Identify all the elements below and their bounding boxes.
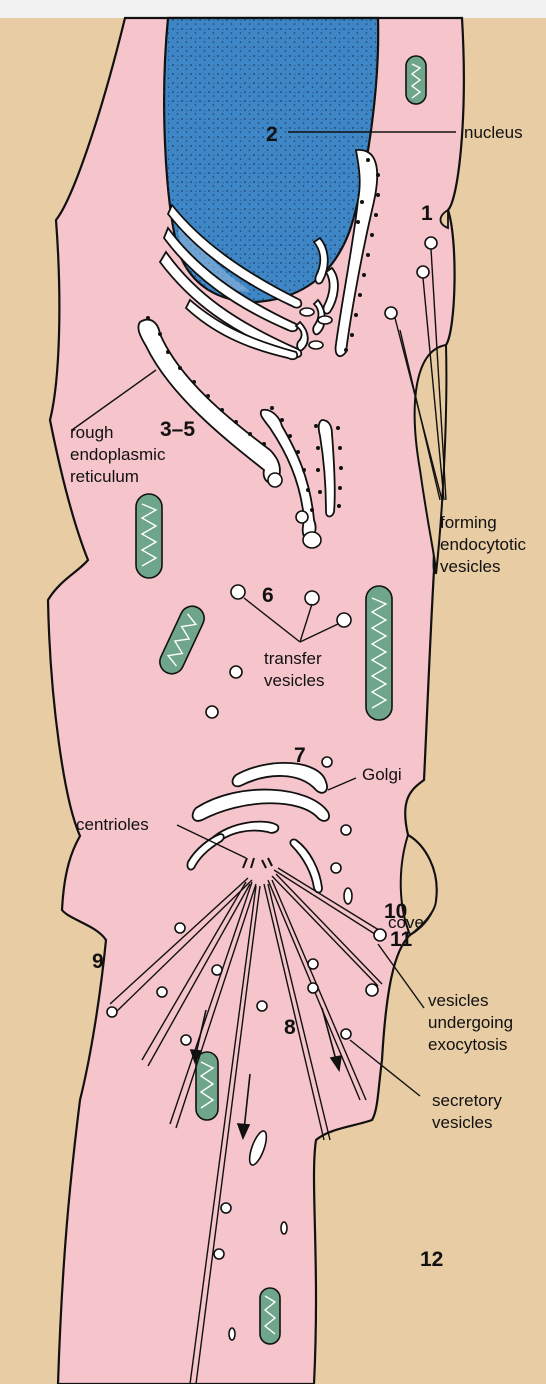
label-transfer-2: vesicles (264, 671, 324, 690)
label-golgi: Golgi (362, 765, 402, 784)
label-exo-3: exocytosis (428, 1035, 507, 1054)
number-1: 1 (421, 202, 433, 225)
label-centrioles: centrioles (76, 815, 149, 834)
number-3-5: 3–5 (160, 418, 195, 441)
label-nucleus: nucleus (464, 123, 523, 142)
label-rough-er-3: reticulum (70, 467, 139, 486)
label-secretory-2: vesicles (432, 1113, 492, 1132)
label-secretory-1: secretory (432, 1091, 502, 1110)
number-10: 10 (384, 900, 407, 923)
number-9: 9 (92, 950, 104, 973)
number-7: 7 (294, 744, 306, 767)
number-8: 8 (284, 1016, 296, 1039)
label-forming-2: endocytotic (440, 535, 526, 554)
label-rough-er-1: rough (70, 423, 113, 442)
label-forming-1: forming (440, 513, 497, 532)
number-11: 11 (390, 928, 413, 951)
label-forming-3: vesicles (440, 557, 500, 576)
top-strip (0, 0, 546, 18)
label-transfer-1: transfer (264, 649, 322, 668)
label-exo-2: undergoing (428, 1013, 513, 1032)
label-exo-1: vesicles (428, 991, 488, 1010)
label-rough-er-2: endoplasmic (70, 445, 166, 464)
number-2: 2 (266, 123, 278, 146)
number-6: 6 (262, 584, 274, 607)
number-12: 12 (420, 1248, 443, 1271)
